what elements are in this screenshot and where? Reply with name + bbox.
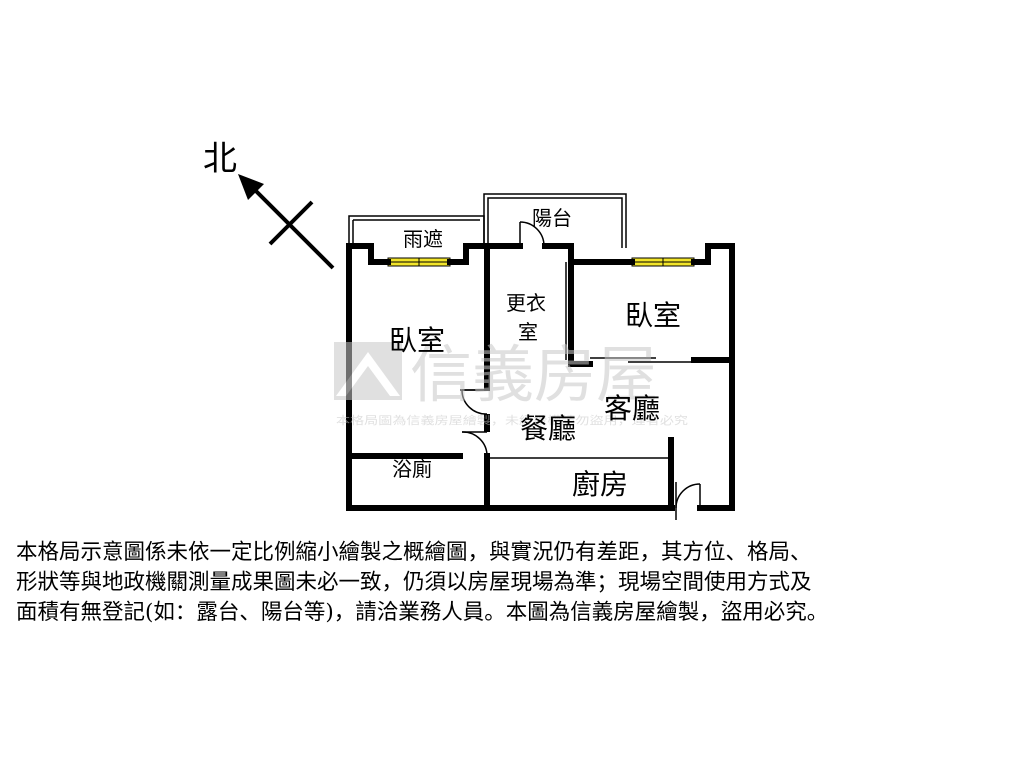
disclaimer-line-3: 面積有無登記(如：露台、陽台等)，請洽業務人員。本圖為信義房屋繪製，盜用必究。: [16, 600, 829, 625]
watermark-logo: [334, 342, 402, 400]
door-bathroom: [461, 431, 488, 457]
room-label-balcony: 陽台: [532, 206, 572, 230]
window-right: [631, 257, 695, 267]
room-label-bedroom-right: 臥室: [625, 299, 681, 332]
disclaimer-line-1: 本格局示意圖係未依一定比例縮小繪製之概繪圖，與實況仍有差距，其方位、格局、: [16, 540, 812, 565]
room-label-closet-line1: 更衣: [506, 291, 546, 315]
door-balcony: [519, 221, 545, 247]
room-label-kitchen: 廚房: [572, 468, 628, 501]
watermark: 信義房屋 本格局圖為信義房屋繪製，未經授權請勿盜用，違者必究: [334, 338, 688, 427]
watermark-brand: 信義房屋: [410, 338, 658, 411]
compass-arrow-shaft: [251, 186, 335, 270]
disclaimer: 本格局示意圖係未依一定比例縮小繪製之概繪圖，與實況仍有差距，其方位、格局、 形狀…: [16, 538, 1011, 628]
door-bedroom-left: [460, 389, 488, 415]
door-entrance: [675, 482, 701, 520]
window-left: [387, 257, 451, 267]
compass-arrow-head: [238, 174, 264, 200]
room-label-bedroom-left: 臥室: [389, 324, 445, 357]
floor-plan: 北: [203, 139, 735, 520]
disclaimer-line-2: 形狀等與地政機關測量成果圖未必一致，仍須以房屋現場為準；現場空間使用方式及: [16, 570, 812, 595]
sliding-door: [590, 357, 694, 363]
room-label-canopy: 雨遮: [403, 227, 443, 251]
compass-north-label: 北: [203, 139, 237, 179]
watermark-caption: 本格局圖為信義房屋繪製，未經授權請勿盜用，違者必究: [336, 413, 688, 427]
room-label-dining: 餐廳: [520, 412, 576, 445]
north-compass: 北: [203, 139, 335, 270]
room-label-living: 客廳: [604, 392, 660, 425]
door-jamb: [484, 414, 490, 432]
compass-cross-bar: [268, 200, 314, 246]
balcony-outline: [483, 193, 627, 248]
room-label-bathroom: 浴廁: [392, 457, 432, 481]
room-label-closet-line2: 室: [518, 320, 538, 344]
